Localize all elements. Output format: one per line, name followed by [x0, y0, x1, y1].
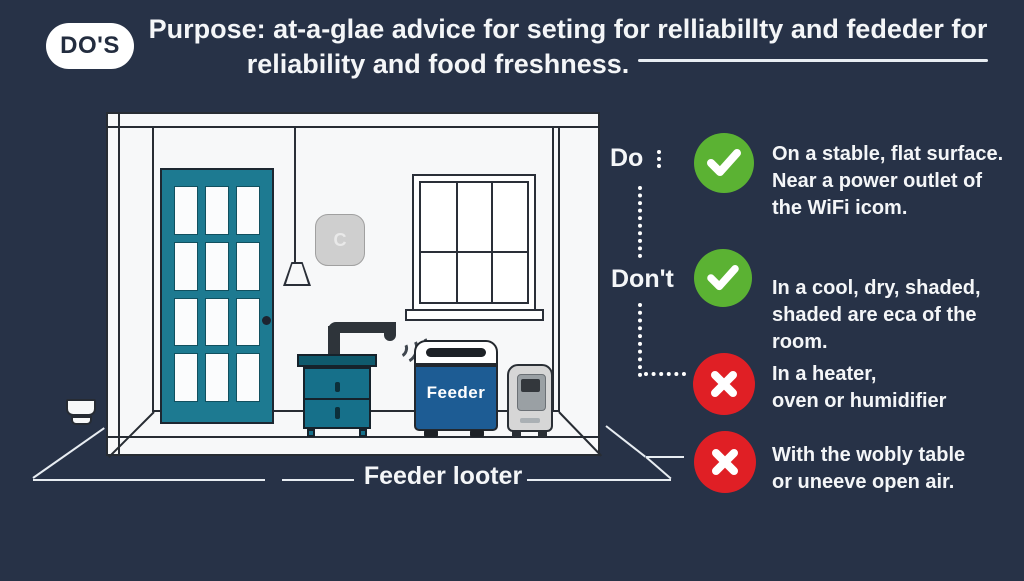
faucet-pipe-tip	[384, 322, 396, 341]
page-title-line1: Purpose: at-a-glae advice for seting for…	[148, 14, 988, 44]
leader-diagonal-left	[32, 427, 105, 479]
floor-edge-line	[108, 436, 598, 438]
feeder-foot	[424, 430, 438, 437]
humidifier-screen	[521, 379, 540, 392]
floor-diagonal-right	[558, 411, 603, 457]
do-colon-dots	[657, 150, 665, 168]
dont-label: Don't	[611, 265, 674, 293]
advice-item-text: With the wobly table or uneeve open air.	[772, 444, 966, 493]
room-illustration: C Feeder	[106, 112, 603, 458]
humidifier-vent	[520, 418, 540, 423]
check-icon	[694, 249, 752, 307]
caption-dash-left	[282, 479, 354, 481]
faucet-pipe-vertical	[328, 326, 340, 358]
feeder-label: Feeder	[426, 383, 486, 402]
room-caption: Feeder looter	[363, 462, 523, 490]
french-door	[160, 168, 274, 424]
dotted-line-dont-horizontal	[644, 372, 686, 376]
dotted-line-dont	[638, 303, 642, 377]
right-wall-line-outer	[558, 126, 560, 412]
drawer-handle	[335, 381, 340, 392]
ceiling-line	[108, 126, 598, 128]
leader-diagonal-right-b	[645, 456, 672, 480]
door-pane-grid	[174, 186, 260, 402]
advice-item-text: On a stable, flat surface. Near a power …	[772, 143, 1004, 219]
check-icon	[694, 133, 754, 193]
dotted-line-do	[638, 186, 642, 258]
humidifier-foot	[512, 431, 521, 437]
feeder-lid	[414, 340, 498, 365]
pendant-cord	[294, 128, 296, 262]
bowl-icon	[66, 399, 96, 416]
humidifier-device	[507, 364, 553, 432]
feeder-foot	[470, 430, 484, 437]
advice-item-text: In a cool, dry, shaded, shaded are eca o…	[772, 277, 981, 353]
cross-icon	[694, 431, 756, 493]
floor-diagonal-left	[108, 411, 155, 458]
nightstand-leg	[359, 429, 367, 437]
title-underline	[638, 59, 988, 62]
thermostat-label: C	[333, 229, 347, 250]
dos-badge: DO'S	[46, 23, 134, 69]
leader-diagonal-right-a	[605, 425, 647, 458]
dos-badge-label: DO'S	[60, 32, 120, 59]
left-wall-line-outer	[118, 114, 120, 454]
right-wall-line-inner	[552, 126, 554, 412]
humidifier-panel	[517, 374, 546, 411]
faucet-pipe-horizontal	[328, 322, 394, 333]
window	[412, 174, 536, 311]
window-inner-frame	[419, 181, 529, 304]
baseline-left	[33, 479, 265, 481]
advice-item-text: In a heater, oven or humidifier	[772, 363, 947, 412]
door-knob	[262, 316, 271, 325]
bowl-base	[71, 416, 92, 425]
caption-dash-right	[527, 479, 671, 481]
window-sill	[405, 309, 544, 321]
pendant-lamp-icon	[283, 262, 311, 286]
feeder-slot	[426, 348, 486, 357]
page-title-line2: reliability and food freshness.	[246, 49, 630, 79]
nightstand-top	[297, 354, 377, 367]
nightstand	[303, 367, 371, 429]
thermostat: C	[315, 214, 365, 266]
cross-icon	[693, 353, 755, 415]
humidifier-foot	[538, 431, 547, 437]
feeder-device: Feeder	[414, 365, 498, 431]
drawer-handle	[335, 407, 340, 420]
nightstand-leg	[307, 429, 315, 437]
leader-horizontal-right	[646, 456, 684, 458]
left-wall-line-inner	[152, 126, 154, 412]
do-label: Do	[610, 144, 644, 172]
